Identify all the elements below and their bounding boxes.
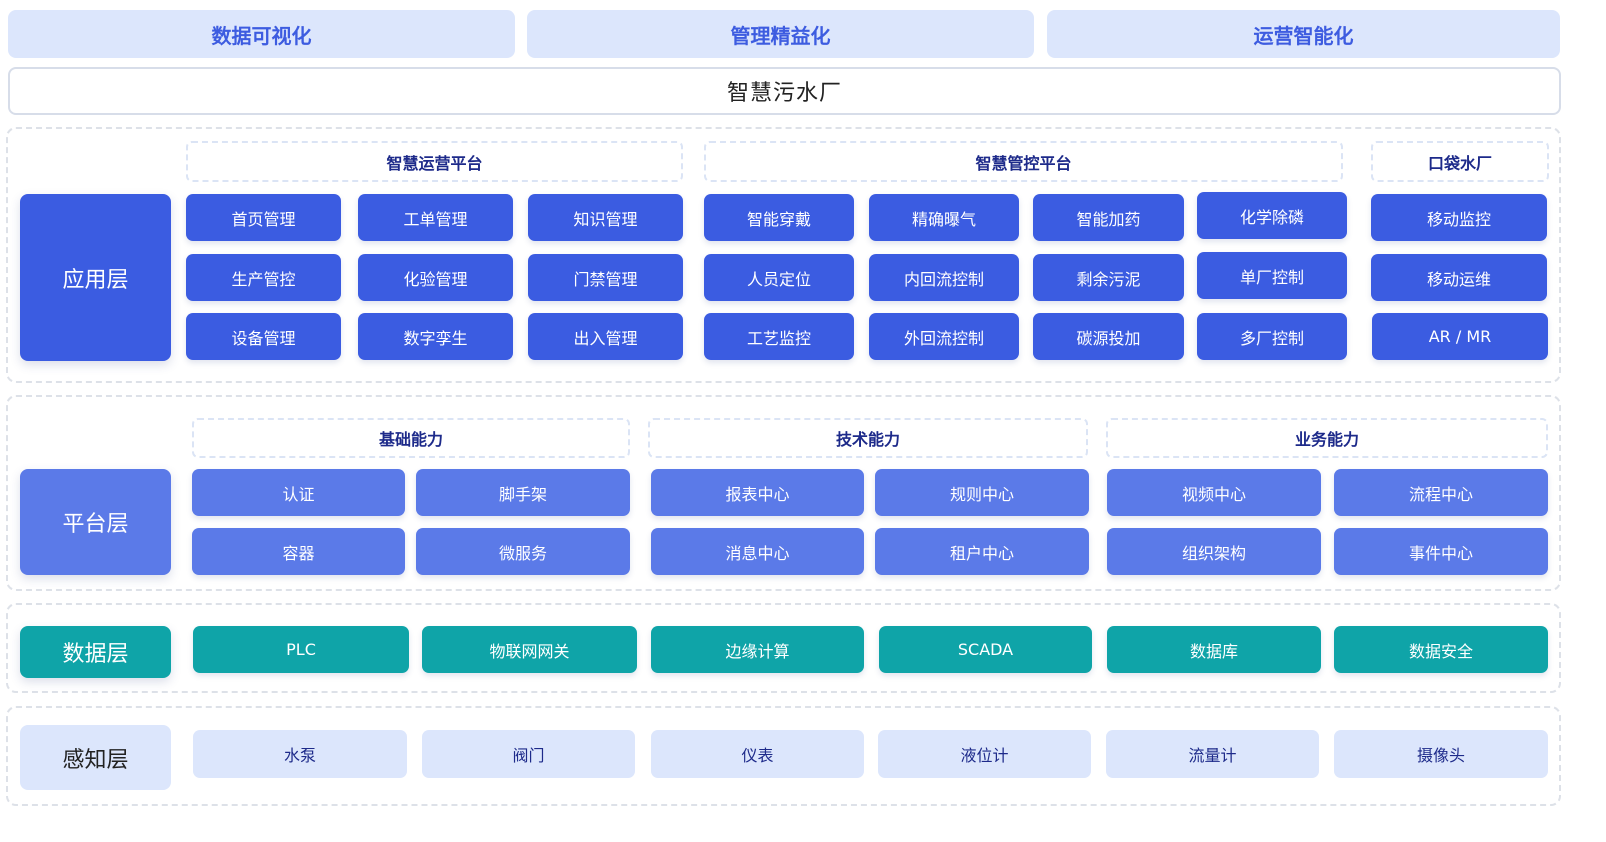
group-header-technical-capability: 技术能力	[648, 418, 1088, 458]
platform-module-auth[interactable]: 认证	[192, 469, 405, 516]
data-module-scada[interactable]: SCADA	[879, 626, 1092, 673]
data-module-iot-gateway[interactable]: 物联网网关	[422, 626, 637, 673]
platform-module-message-center[interactable]: 消息中心	[651, 528, 864, 575]
group-header-business-capability: 业务能力	[1106, 418, 1548, 458]
app-module-internal-reflux[interactable]: 内回流控制	[869, 254, 1019, 301]
sensor-meter[interactable]: 仪表	[651, 730, 864, 778]
app-module-knowledge[interactable]: 知识管理	[528, 194, 683, 241]
top-tab-management-refinement: 管理精益化	[527, 10, 1034, 58]
app-module-work-order[interactable]: 工单管理	[358, 194, 513, 241]
group-header-basic-capability: 基础能力	[192, 418, 630, 458]
top-tab-operation-intelligence: 运营智能化	[1047, 10, 1560, 58]
sensor-camera[interactable]: 摄像头	[1334, 730, 1548, 778]
application-layer-label: 应用层	[20, 194, 171, 361]
app-module-production[interactable]: 生产管控	[186, 254, 341, 301]
app-module-excess-sludge[interactable]: 剩余污泥	[1033, 254, 1184, 301]
sensor-level-gauge[interactable]: 液位计	[878, 730, 1091, 778]
group-header-smart-control: 智慧管控平台	[704, 141, 1343, 182]
sensor-valve[interactable]: 阀门	[422, 730, 635, 778]
app-module-homepage[interactable]: 首页管理	[186, 194, 341, 241]
app-module-entry-exit[interactable]: 出入管理	[528, 313, 683, 360]
app-module-chemical-phosphorus[interactable]: 化学除磷	[1197, 192, 1347, 239]
app-module-multi-plant[interactable]: 多厂控制	[1197, 313, 1347, 360]
app-module-external-reflux[interactable]: 外回流控制	[869, 313, 1019, 360]
top-tab-data-visualization: 数据可视化	[8, 10, 515, 58]
app-module-equipment[interactable]: 设备管理	[186, 313, 341, 360]
app-module-smart-wearable[interactable]: 智能穿戴	[704, 194, 854, 241]
app-module-lab[interactable]: 化验管理	[358, 254, 513, 301]
platform-module-microservice[interactable]: 微服务	[416, 528, 630, 575]
app-module-carbon-dosing[interactable]: 碳源投加	[1033, 313, 1184, 360]
app-module-smart-dosing[interactable]: 智能加药	[1033, 194, 1184, 241]
platform-module-event-center[interactable]: 事件中心	[1334, 528, 1548, 575]
platform-module-scaffold[interactable]: 脚手架	[416, 469, 630, 516]
platform-module-tenant-center[interactable]: 租户中心	[875, 528, 1089, 575]
app-module-digital-twin[interactable]: 数字孪生	[358, 313, 513, 360]
platform-module-organization[interactable]: 组织架构	[1107, 528, 1321, 575]
app-module-single-plant[interactable]: 单厂控制	[1197, 252, 1347, 299]
platform-module-video-center[interactable]: 视频中心	[1107, 469, 1321, 516]
page-title: 智慧污水厂	[8, 67, 1561, 115]
perception-layer-label: 感知层	[20, 725, 171, 790]
platform-module-report-center[interactable]: 报表中心	[651, 469, 864, 516]
data-module-data-security[interactable]: 数据安全	[1334, 626, 1548, 673]
app-module-precise-aeration[interactable]: 精确曝气	[869, 194, 1019, 241]
group-header-pocket-plant: 口袋水厂	[1371, 141, 1549, 182]
data-module-edge-computing[interactable]: 边缘计算	[651, 626, 864, 673]
data-module-database[interactable]: 数据库	[1107, 626, 1321, 673]
group-header-smart-operation: 智慧运营平台	[186, 141, 683, 182]
sensor-water-pump[interactable]: 水泵	[193, 730, 407, 778]
platform-module-container[interactable]: 容器	[192, 528, 405, 575]
app-module-ar-mr[interactable]: AR / MR	[1372, 313, 1548, 360]
app-module-access-control[interactable]: 门禁管理	[528, 254, 683, 301]
data-layer-label: 数据层	[20, 626, 171, 678]
data-module-plc[interactable]: PLC	[193, 626, 409, 673]
platform-module-workflow-center[interactable]: 流程中心	[1334, 469, 1548, 516]
platform-module-rule-center[interactable]: 规则中心	[875, 469, 1089, 516]
platform-layer-label: 平台层	[20, 469, 171, 575]
app-module-process-monitoring[interactable]: 工艺监控	[704, 313, 854, 360]
app-module-personnel-location[interactable]: 人员定位	[704, 254, 854, 301]
sensor-flow-meter[interactable]: 流量计	[1106, 730, 1319, 778]
app-module-mobile-maintenance[interactable]: 移动运维	[1371, 254, 1547, 301]
app-module-mobile-monitoring[interactable]: 移动监控	[1371, 194, 1547, 241]
